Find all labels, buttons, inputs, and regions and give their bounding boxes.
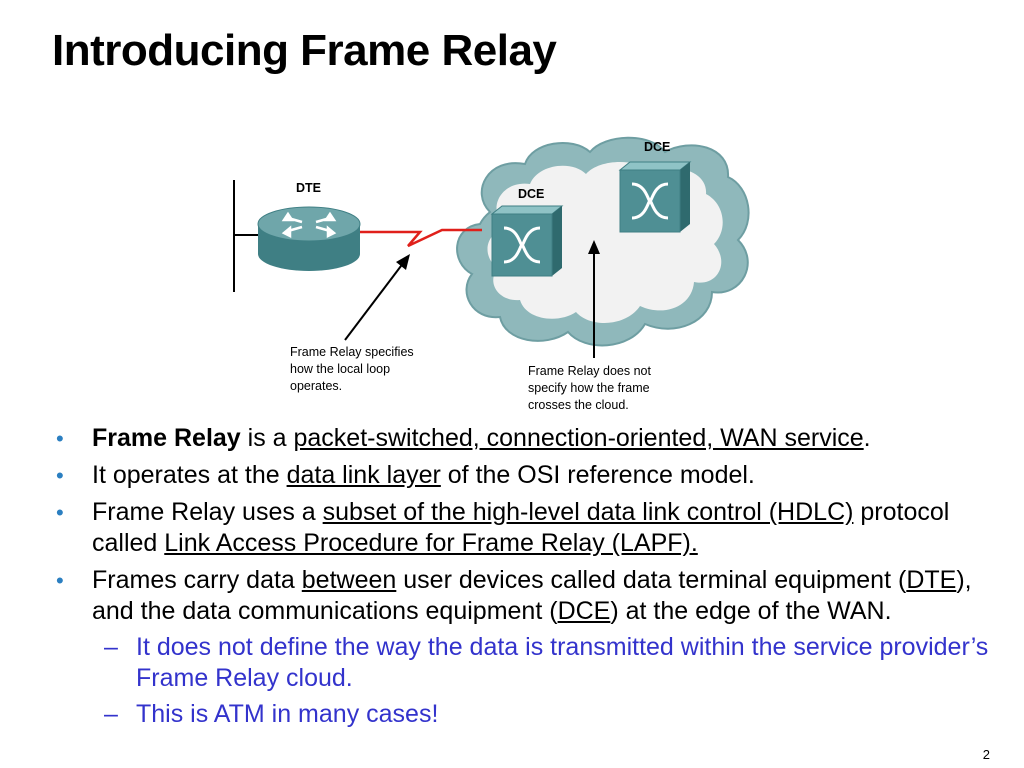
bullet-text: ), and the data communications equipment… (92, 566, 972, 625)
bullet-icon: • (56, 568, 64, 593)
underlined-term: data link layer (286, 461, 441, 489)
serial-link (360, 228, 482, 248)
caption-left: Frame Relay specifies how the local loop… (290, 345, 417, 393)
underlined-term: DTE (906, 566, 957, 594)
bullet-item: • It operates at the data link layer of … (56, 460, 996, 491)
sub-bullet-text: It does not define the way the data is t… (136, 633, 989, 692)
router-icon (257, 206, 361, 271)
dash-icon: – (104, 700, 118, 728)
bullet-text: ) at the edge of the WAN. (610, 597, 892, 625)
underlined-term: between (301, 566, 397, 594)
bullet-text: is a (240, 424, 294, 452)
sub-bullet-list: – It does not define the way the data is… (92, 632, 996, 730)
bullet-text: . (863, 424, 871, 452)
slide-title: Introducing Frame Relay (52, 26, 557, 75)
bullet-text: of the OSI reference model. (440, 461, 755, 489)
frame-relay-diagram: DTE DCE DCE Frame Relay specifies how th… (233, 136, 750, 412)
underlined-term: packet-switched, connection-oriented, WA… (293, 424, 864, 452)
caption-right: Frame Relay does not specify how the fra… (528, 364, 654, 412)
arrow-icon (344, 254, 410, 341)
sub-bullet-item: – This is ATM in many cases! (92, 699, 996, 730)
bullet-strong: Frame Relay (92, 424, 241, 452)
underlined-term: subset of the high-level data link contr… (322, 498, 854, 526)
bullet-item: • Frame Relay uses a subset of the high-… (56, 497, 996, 559)
sub-bullet-item: – It does not define the way the data is… (92, 632, 996, 694)
dte-label: DTE (296, 181, 321, 195)
sub-bullet-text: This is ATM in many cases! (136, 700, 439, 728)
bullet-icon: • (56, 500, 64, 525)
bullet-text: Frame Relay uses a (92, 498, 323, 526)
dce-switch-icon (490, 205, 564, 277)
bullet-item: • Frame Relay is a packet-switched, conn… (56, 423, 996, 454)
dce-label-2: DCE (644, 140, 670, 154)
bullet-text: Frames carry data (92, 566, 302, 594)
bullet-list: • Frame Relay is a packet-switched, conn… (56, 423, 996, 736)
underlined-term: Link Access Procedure for Frame Relay (L… (164, 529, 698, 557)
dce-switch-icon (618, 161, 692, 233)
arrow-icon (588, 240, 600, 358)
dash-icon: – (104, 633, 118, 661)
bullet-icon: • (56, 426, 64, 451)
underlined-term: DCE (557, 597, 611, 625)
dce-label-1: DCE (518, 187, 544, 201)
page-number: 2 (982, 747, 990, 762)
bullet-text: protocol called (92, 498, 950, 557)
bullet-text: user devices called data terminal equipm… (396, 566, 907, 594)
bullet-item: • Frames carry data between user devices… (56, 565, 996, 730)
bullet-icon: • (56, 463, 64, 488)
bullet-text: It operates at the (92, 461, 287, 489)
